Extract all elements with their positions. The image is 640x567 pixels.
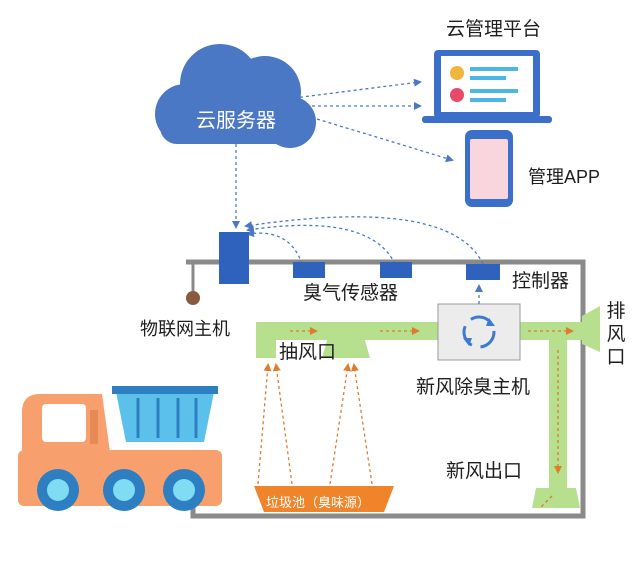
exhaust-port-label: 排风口 (606, 301, 626, 368)
link-cloud-platform (293, 78, 422, 99)
app-label: 管理APP (528, 167, 601, 187)
recycle-icon (462, 315, 496, 349)
odor-flow (329, 363, 352, 485)
garbage-pool-label: 垃圾池（臭味源） (266, 495, 371, 510)
laptop-icon (422, 50, 552, 123)
phone-icon (465, 130, 513, 207)
link-sensor-2 (246, 224, 396, 265)
air-duct (256, 306, 600, 508)
deodorizer-unit (437, 303, 521, 361)
building-frame (186, 259, 586, 519)
link-sensor-1 (246, 229, 303, 265)
garbage-pool (254, 486, 394, 512)
odor-flow (257, 363, 272, 485)
odor-flow (350, 363, 373, 485)
suction-port-label: 抽风口 (279, 342, 337, 363)
cloud-server-label: 云服务器 (196, 110, 276, 132)
link-sensor-3 (244, 216, 484, 265)
iot-host-node (186, 291, 200, 305)
odor-flow (272, 363, 293, 485)
cloud-platform-label: 云管理平台 (446, 19, 542, 40)
sensor-icon (293, 262, 325, 278)
odor-sensor-label: 臭气传感器 (303, 283, 399, 304)
cloud-icon (155, 44, 316, 148)
iot-host-icon (219, 232, 249, 284)
fresh-air-outlet-label: 新风出口 (446, 461, 523, 482)
sensor-icon (466, 264, 500, 280)
truck-icon (18, 386, 222, 511)
deodorizer-label: 新风除臭主机 (416, 377, 531, 398)
flow-arrow (539, 495, 553, 509)
sensor-icon (380, 262, 412, 278)
iot-host-label: 物联网主机 (140, 319, 230, 339)
controller-label: 控制器 (512, 271, 570, 292)
